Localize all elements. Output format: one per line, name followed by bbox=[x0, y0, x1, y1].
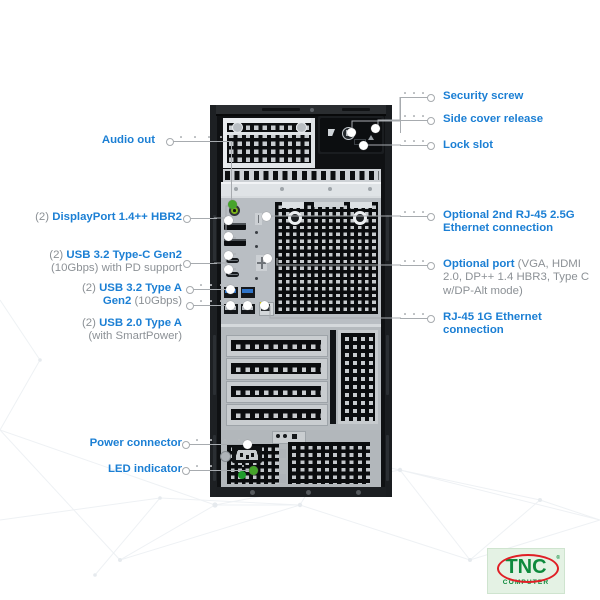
endpoint-optional-port bbox=[263, 254, 272, 263]
label-lock-slot-text: Lock slot bbox=[443, 139, 494, 151]
leader-audio-out bbox=[166, 136, 232, 207]
leader-rj45-1g bbox=[400, 313, 435, 325]
logo-brand-wrap: TNC bbox=[496, 553, 559, 583]
leader-optional-rj45-path bbox=[266, 215, 401, 217]
label-optional-port-text: Optional port bbox=[443, 258, 518, 270]
label-led-indicator-text: LED indicator bbox=[107, 463, 182, 475]
endpoint-usb20-a-1 bbox=[226, 301, 235, 310]
leader-optional-rj45 bbox=[400, 211, 435, 223]
endpoint-side-cover-release bbox=[371, 124, 380, 133]
endpoint-security-screw bbox=[347, 128, 356, 137]
leader-power-connector bbox=[182, 439, 250, 451]
label-optional-port-spec3: w/DP-Alt mode) bbox=[443, 284, 523, 297]
label-usb-type-c[interactable]: (2) USB 3.2 Type-C Gen2 (10Gbps) with PD… bbox=[49, 249, 182, 276]
label-usb-type-c-text: USB 3.2 Type-C Gen2 bbox=[66, 249, 182, 261]
leader-displayport bbox=[183, 213, 231, 225]
tower-rear-panel bbox=[210, 105, 392, 497]
label-usb20-type-a[interactable]: (2) USB 2.0 Type A (with SmartPower) bbox=[82, 317, 182, 344]
logo-ellipse-icon bbox=[496, 553, 559, 583]
label-lock-slot[interactable]: Lock slot bbox=[443, 139, 493, 152]
endpoint-usb-c-1 bbox=[224, 251, 233, 260]
label-usb32-type-a-gen: Gen2 bbox=[102, 295, 135, 308]
label-displayport-text: DisplayPort 1.4++ HBR2 bbox=[52, 211, 182, 223]
label-security-screw-text: Security screw bbox=[443, 90, 524, 102]
label-usb-type-c-sub: (10Gbps) with PD support bbox=[50, 262, 182, 275]
label-rj45-1g-line2: connection bbox=[443, 324, 504, 337]
label-rj45-1g-line1: RJ-45 1G Ethernet bbox=[443, 311, 542, 323]
leader-optional-port bbox=[400, 260, 435, 272]
label-power-connector-text: Power connector bbox=[89, 437, 182, 449]
leader-led-indicator bbox=[182, 465, 256, 477]
leader-security-screw bbox=[400, 92, 435, 133]
leader-lock-slot-path bbox=[362, 144, 401, 146]
endpoint-led-indicator bbox=[249, 466, 258, 475]
endpoint-audio-out bbox=[228, 200, 237, 209]
leader-usb32-type-a bbox=[186, 284, 234, 296]
endpoint-optional-rj45 bbox=[262, 212, 271, 221]
label-optional-rj45-line1: Optional 2nd RJ-45 2.5G bbox=[443, 209, 575, 221]
label-usb-type-c-count: (2) bbox=[49, 249, 67, 261]
endpoint-usb20-a-2 bbox=[243, 301, 252, 310]
label-usb32-type-a[interactable]: (2) USB 3.2 Type A Gen2 (10Gbps) bbox=[82, 282, 182, 309]
label-usb32-type-a-count: (2) bbox=[81, 282, 100, 294]
label-audio-out-text: Audio out bbox=[101, 134, 155, 146]
label-led-indicator[interactable]: LED indicator bbox=[108, 463, 182, 476]
endpoint-usb32-a bbox=[226, 285, 235, 294]
label-optional-port-spec1: (VGA, HDMI bbox=[517, 258, 581, 270]
endpoint-lock-slot bbox=[359, 141, 368, 150]
endpoint-power-connector bbox=[243, 440, 252, 449]
label-side-cover-release[interactable]: Side cover release bbox=[443, 113, 543, 126]
label-security-screw[interactable]: Security screw bbox=[443, 90, 523, 103]
label-rj45-1g[interactable]: RJ-45 1G Ethernet connection bbox=[443, 311, 542, 338]
label-optional-rj45-line2: Ethernet connection bbox=[443, 222, 554, 235]
leader-rj45-1g-path bbox=[269, 306, 401, 319]
leader-optional-port-path bbox=[276, 258, 401, 266]
label-usb32-type-a-text: USB 3.2 Type A bbox=[99, 282, 182, 294]
label-optional-port[interactable]: Optional port (VGA, HDMI 2.0, DP++ 1.4 H… bbox=[443, 258, 589, 298]
label-power-connector[interactable]: Power connector bbox=[90, 437, 182, 450]
endpoint-usb-c-2 bbox=[224, 265, 233, 274]
label-displayport-count: (2) bbox=[35, 211, 53, 223]
logo-registered-mark: ® bbox=[556, 555, 560, 561]
endpoint-displayport-1 bbox=[224, 216, 233, 225]
label-optional-port-spec2: 2.0, DP++ 1.4 HBR3, Type C bbox=[443, 271, 590, 284]
leader-security-screw-path bbox=[351, 97, 401, 130]
endpoint-rj45-1g bbox=[260, 301, 269, 310]
leader-usb20-type-a bbox=[186, 300, 234, 312]
label-usb20-type-a-text: USB 2.0 Type A bbox=[99, 317, 182, 329]
label-audio-out[interactable]: Audio out bbox=[102, 134, 155, 147]
leader-lock-slot bbox=[400, 140, 435, 152]
label-side-cover-release-text: Side cover release bbox=[443, 113, 544, 125]
endpoint-displayport-2 bbox=[224, 232, 233, 241]
label-usb20-type-a-sub: (with SmartPower) bbox=[88, 330, 182, 343]
label-usb20-type-a-count: (2) bbox=[81, 317, 100, 329]
leader-side-cover-release bbox=[400, 115, 435, 127]
tnc-computer-logo: TNC COMPUTER ® bbox=[487, 548, 565, 594]
leader-usb-type-c bbox=[183, 258, 231, 270]
label-optional-rj45[interactable]: Optional 2nd RJ-45 2.5G Ethernet connect… bbox=[443, 209, 575, 236]
label-usb32-type-a-speed: (10Gbps) bbox=[134, 295, 182, 308]
label-displayport[interactable]: (2) DisplayPort 1.4++ HBR2 bbox=[35, 211, 182, 224]
